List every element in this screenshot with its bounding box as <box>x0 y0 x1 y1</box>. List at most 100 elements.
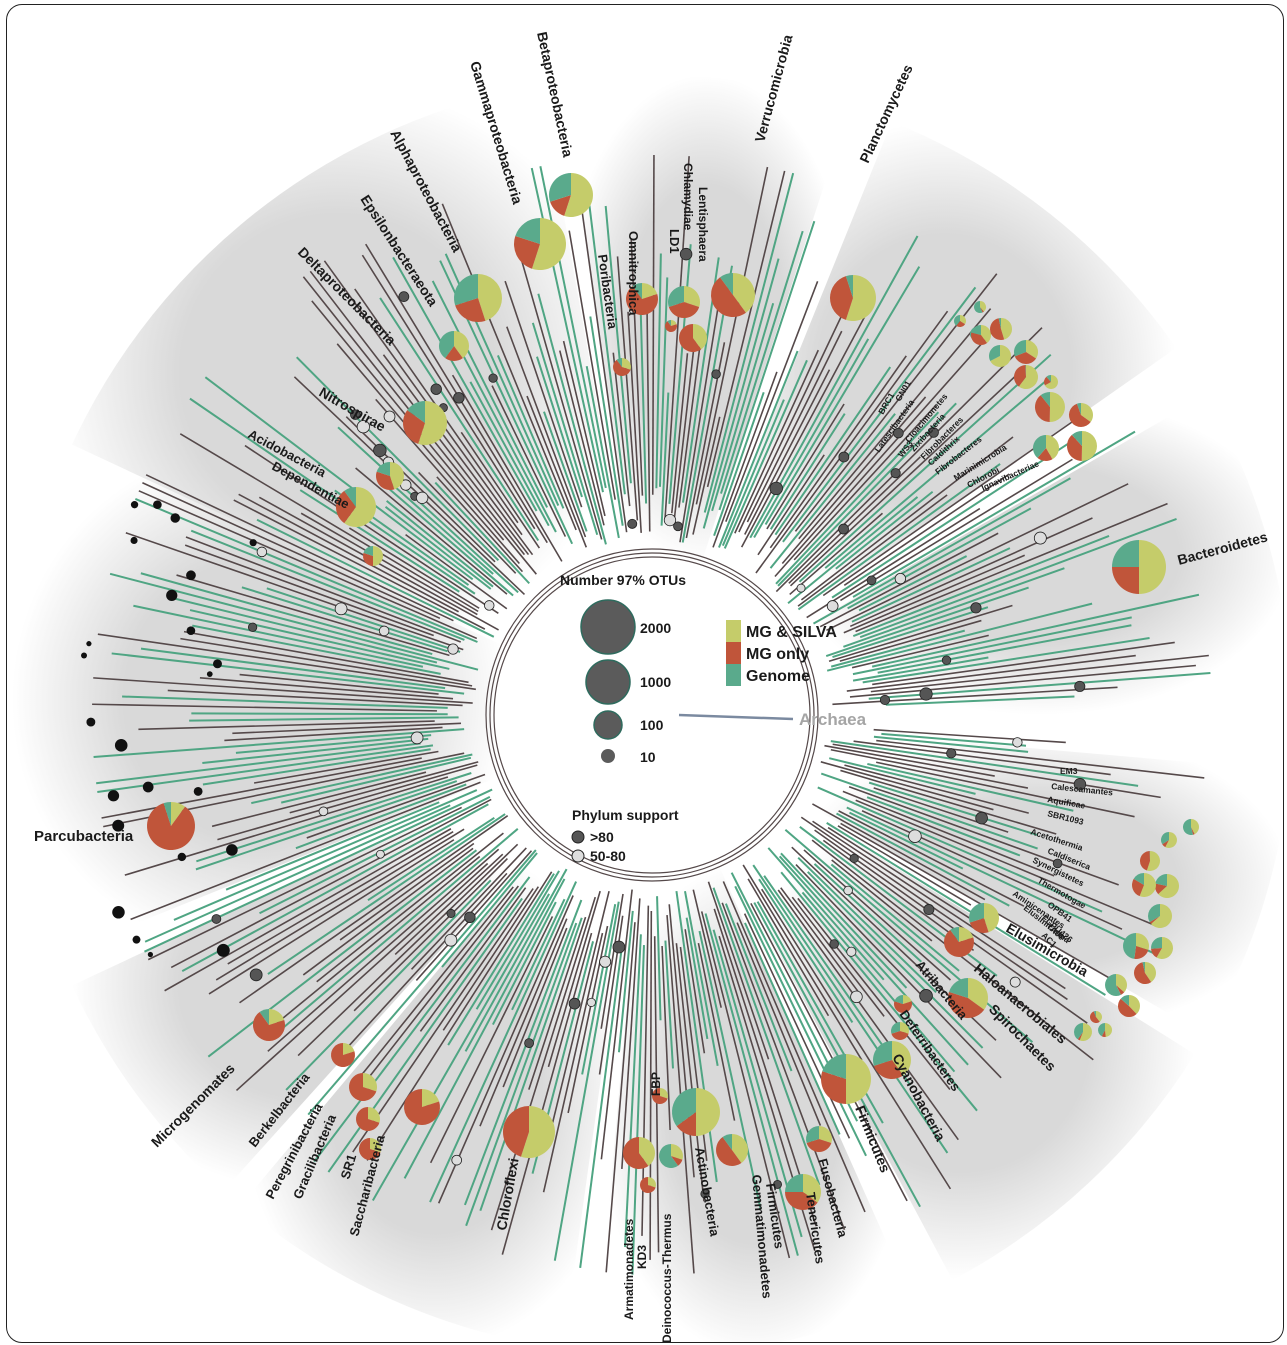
pie-33-pie <box>873 1041 911 1079</box>
clade-wedge <box>71 782 545 1191</box>
support-node <box>350 409 361 420</box>
tree-branch <box>434 481 530 585</box>
tree-branch <box>777 402 957 587</box>
pie-slice <box>971 325 981 335</box>
pie-slice <box>1123 933 1136 959</box>
pie-slice <box>1139 540 1166 594</box>
tree-backbone-ring <box>489 552 815 878</box>
tree-branch <box>496 355 565 509</box>
tree-branch <box>140 647 446 690</box>
minor-6-pie <box>989 345 1012 368</box>
tree-branch <box>646 313 651 532</box>
tree-branch <box>851 547 1011 623</box>
pie-slice <box>370 1138 381 1153</box>
pie-slice <box>679 324 702 352</box>
tree-branch <box>600 893 624 1029</box>
tree-branch <box>501 932 593 1255</box>
support-node <box>568 997 581 1010</box>
pie-34-pie <box>891 1022 909 1040</box>
support-node <box>946 748 957 759</box>
pie-15-pie <box>1112 540 1166 594</box>
tree-branch <box>272 828 519 1038</box>
tree-branch <box>479 917 583 1212</box>
minor-19-pie <box>1123 933 1149 959</box>
tree-branch <box>675 943 705 1202</box>
pie-slice <box>989 345 1000 362</box>
leaf-dot <box>81 652 88 659</box>
pie-slice <box>344 487 356 507</box>
pie-slice <box>1044 375 1059 390</box>
legend-swatch-mg-only <box>726 642 741 664</box>
pie-slice <box>1033 435 1046 458</box>
tree-branch <box>840 769 1057 835</box>
pie-slice <box>564 173 593 217</box>
tree-branch <box>734 349 820 534</box>
tree-branch <box>774 366 892 536</box>
pie-slice <box>1146 851 1160 871</box>
tree-branch <box>385 478 494 575</box>
tree-branch <box>777 889 959 1141</box>
tree-branch <box>266 587 461 653</box>
tree-branch <box>866 796 1021 857</box>
tree-branch <box>812 803 986 901</box>
tree-branch <box>784 828 1034 1043</box>
support-node <box>524 1038 535 1049</box>
minor-18-pie <box>1148 904 1173 929</box>
support-node <box>378 625 390 637</box>
support-node <box>919 989 933 1003</box>
tree-branch <box>712 887 821 1186</box>
tree-branch <box>835 490 934 570</box>
pie-slice <box>514 235 540 269</box>
tree-branch <box>353 858 508 1012</box>
tree-branch <box>337 872 508 1059</box>
tree-branch <box>539 166 607 489</box>
tree-branch <box>616 256 639 521</box>
tree-branch <box>92 703 437 712</box>
tree-branch <box>384 506 492 590</box>
pie-slice <box>684 286 700 307</box>
support-node <box>453 392 465 404</box>
tree-branch <box>418 471 517 574</box>
pie-slice <box>1097 1023 1105 1037</box>
tree-branch <box>753 338 870 538</box>
tree-branch <box>239 673 439 695</box>
tree-branch <box>840 458 1073 602</box>
legend-label-mg-silva: MG & SILVA <box>746 624 837 641</box>
tree-branch <box>842 790 1055 877</box>
pie-slice <box>616 358 622 367</box>
tree-branch <box>306 773 486 839</box>
tree-branch <box>441 852 538 968</box>
pie-slice <box>732 1134 748 1163</box>
tree-branch <box>828 604 1013 662</box>
pie-slice <box>968 903 984 923</box>
pie-30-pie <box>785 1174 821 1210</box>
support-node <box>446 908 456 918</box>
pie-slice <box>1096 1011 1102 1022</box>
tree-branch <box>824 744 995 777</box>
tree-branch <box>101 757 422 819</box>
pie-19-pie <box>349 1073 377 1102</box>
tree-branch <box>649 910 653 1260</box>
tree-branch <box>502 927 568 1088</box>
support-node <box>1073 778 1087 791</box>
tree-branch <box>491 385 567 537</box>
pie-slice <box>253 1012 286 1041</box>
pie-1-pie <box>514 218 567 270</box>
tree-branch <box>797 856 937 993</box>
tree-branch <box>664 156 690 520</box>
pie-21-pie <box>359 1138 381 1160</box>
tree-branch <box>605 922 636 1273</box>
pie-slice <box>1067 434 1082 461</box>
pie-26-pie <box>652 1088 668 1104</box>
tree-branch <box>189 397 476 595</box>
tree-branch <box>558 350 605 526</box>
pie-31-pie <box>806 1126 832 1152</box>
support-node <box>908 829 922 843</box>
leaf-dot <box>132 935 141 944</box>
pie-slice <box>622 358 632 370</box>
tree-branch <box>511 898 566 1011</box>
pie-slice <box>418 401 447 445</box>
support-legend-dark-dot <box>571 830 585 844</box>
tree-branch <box>797 494 948 607</box>
pie-slice <box>1014 340 1026 357</box>
